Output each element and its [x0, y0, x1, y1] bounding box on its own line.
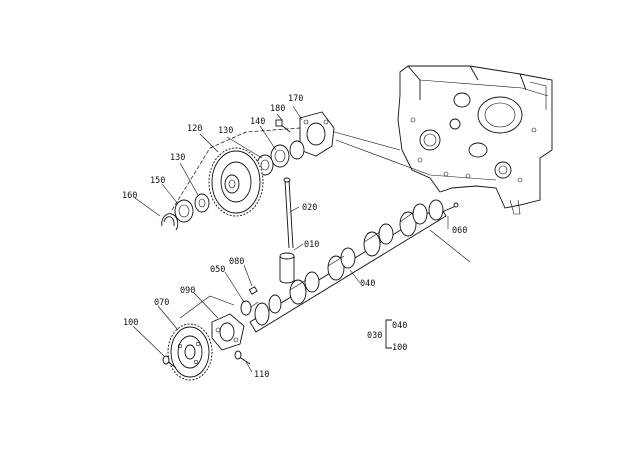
label-040-kit: 040: [392, 321, 407, 331]
label-140: 140: [250, 117, 265, 127]
label-020: 020: [302, 203, 317, 213]
label-130-left: 130: [170, 153, 185, 163]
bolt-100: [162, 355, 177, 369]
label-010: 010: [304, 240, 319, 250]
label-150: 150: [150, 176, 165, 186]
gear-120: [208, 147, 264, 217]
washer-150: [174, 199, 194, 223]
snap-ring-160: [161, 213, 179, 231]
label-100: 100: [123, 318, 138, 328]
label-120: 120: [187, 124, 202, 134]
gear-070: [167, 323, 213, 381]
push-rod-020: [283, 177, 294, 249]
label-030: 030: [367, 331, 382, 341]
label-110: 110: [254, 370, 269, 380]
label-040: 040: [360, 279, 375, 289]
key-080: [248, 286, 258, 295]
camshaft-040: [249, 199, 447, 333]
label-130: 130: [218, 126, 233, 136]
label-050: 050: [210, 265, 225, 275]
leader-lines: [132, 105, 449, 373]
housing-plate-170: [299, 111, 335, 157]
tappet-010: [279, 252, 295, 284]
label-180: 180: [270, 104, 285, 114]
bearing-140: [270, 140, 305, 168]
label-100-kit: 100: [392, 343, 407, 353]
assembly-lines: [171, 127, 497, 319]
label-090: 090: [180, 286, 195, 296]
stopper-050: [240, 300, 252, 316]
bolt-180: [275, 119, 291, 133]
label-060: 060: [452, 226, 467, 236]
label-080: 080: [229, 257, 244, 267]
label-070: 070: [154, 298, 169, 308]
part-labels: 170 180 140 130 120 130 150 160 020 010 …: [122, 94, 467, 380]
engine-block: [397, 65, 553, 215]
kit-bracket: [385, 319, 392, 349]
label-160: 160: [122, 191, 137, 201]
bolt-110: [234, 350, 251, 365]
thrust-plate-090: [211, 313, 245, 351]
pin-060: [441, 202, 459, 213]
collar-130-left: [194, 193, 210, 213]
label-170: 170: [288, 94, 303, 104]
